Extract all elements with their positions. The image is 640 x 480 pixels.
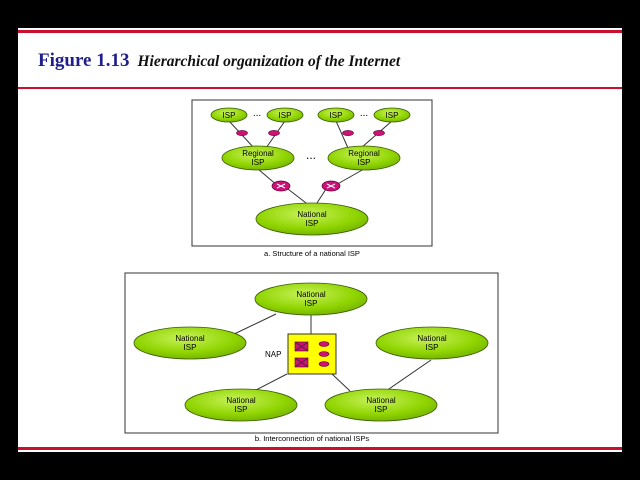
- isp-node: ISP: [373, 107, 411, 123]
- regional-label-line1: Regional: [242, 149, 274, 158]
- national-isp-node: National ISP: [324, 388, 438, 422]
- national-label-line1: National: [417, 334, 447, 343]
- isp-label: ISP: [386, 111, 399, 120]
- regional-isp-node: Regional ISP: [221, 145, 295, 171]
- slide: Figure 1.13 Hierarchical organization of …: [18, 28, 622, 452]
- panel-national-isp-interconnection: National ISP National ISP National ISP N…: [124, 272, 499, 443]
- hierarchy-diagram: ISP ISP ISP ISP ... ...: [124, 99, 499, 443]
- ellipsis: ...: [253, 108, 261, 119]
- regional-label-line2: ISP: [252, 158, 265, 167]
- national-isp-node: National ISP: [375, 326, 489, 360]
- national-isp-node: National ISP: [133, 326, 247, 360]
- router-icon: [271, 180, 291, 192]
- router-icon: [373, 130, 385, 136]
- router-icon: [268, 130, 280, 136]
- panel-a-caption: a. Structure of a national ISP: [264, 249, 360, 258]
- isp-label: ISP: [330, 111, 343, 120]
- title-rule: [18, 87, 622, 89]
- panel-national-isp-structure: ISP ISP ISP ISP ... ...: [191, 99, 433, 258]
- isp-label: ISP: [279, 111, 292, 120]
- isp-label: ISP: [223, 111, 236, 120]
- national-label-line1: National: [175, 334, 205, 343]
- national-label-line2: ISP: [184, 343, 197, 352]
- national-isp-node: National ISP: [255, 202, 369, 236]
- national-label-line2: ISP: [375, 405, 388, 414]
- regional-isp-node: Regional ISP: [327, 145, 401, 171]
- regional-label-line2: ISP: [358, 158, 371, 167]
- router-icon: [321, 180, 341, 192]
- top-rule: [18, 30, 622, 33]
- panel-b-links: [229, 313, 432, 392]
- figure-title: Figure 1.13 Hierarchical organization of …: [38, 50, 400, 72]
- isp-node: ISP: [317, 107, 355, 123]
- nap-label: NAP: [265, 350, 281, 359]
- ellipsis: ...: [360, 108, 368, 119]
- isp-node: ISP: [210, 107, 248, 123]
- figure-number: Figure 1.13: [38, 50, 130, 71]
- isp-node: ISP: [266, 107, 304, 123]
- national-isp-node: National ISP: [184, 388, 298, 422]
- nap-box: [287, 333, 337, 375]
- bottom-rule: [18, 447, 622, 450]
- national-label-line1: National: [366, 396, 396, 405]
- figure-caption: Hierarchical organization of the Interne…: [137, 53, 401, 70]
- national-label-line1: National: [296, 290, 326, 299]
- national-label-line1: National: [226, 396, 256, 405]
- router-icon: [318, 351, 330, 357]
- national-label-line2: ISP: [426, 343, 439, 352]
- regional-label-line1: Regional: [348, 149, 380, 158]
- router-icon: [318, 361, 330, 367]
- ellipsis: ...: [306, 148, 316, 162]
- panel-b-caption: b. Interconnection of national ISPs: [255, 434, 369, 443]
- national-label-line2: ISP: [235, 405, 248, 414]
- router-icon: [342, 130, 354, 136]
- small-routers: [236, 130, 385, 136]
- router-icon: [318, 341, 330, 347]
- router-icon: [236, 130, 248, 136]
- national-label-line1: National: [297, 210, 327, 219]
- national-label-line2: ISP: [306, 219, 319, 228]
- national-isp-node: National ISP: [254, 282, 368, 316]
- national-label-line2: ISP: [305, 299, 318, 308]
